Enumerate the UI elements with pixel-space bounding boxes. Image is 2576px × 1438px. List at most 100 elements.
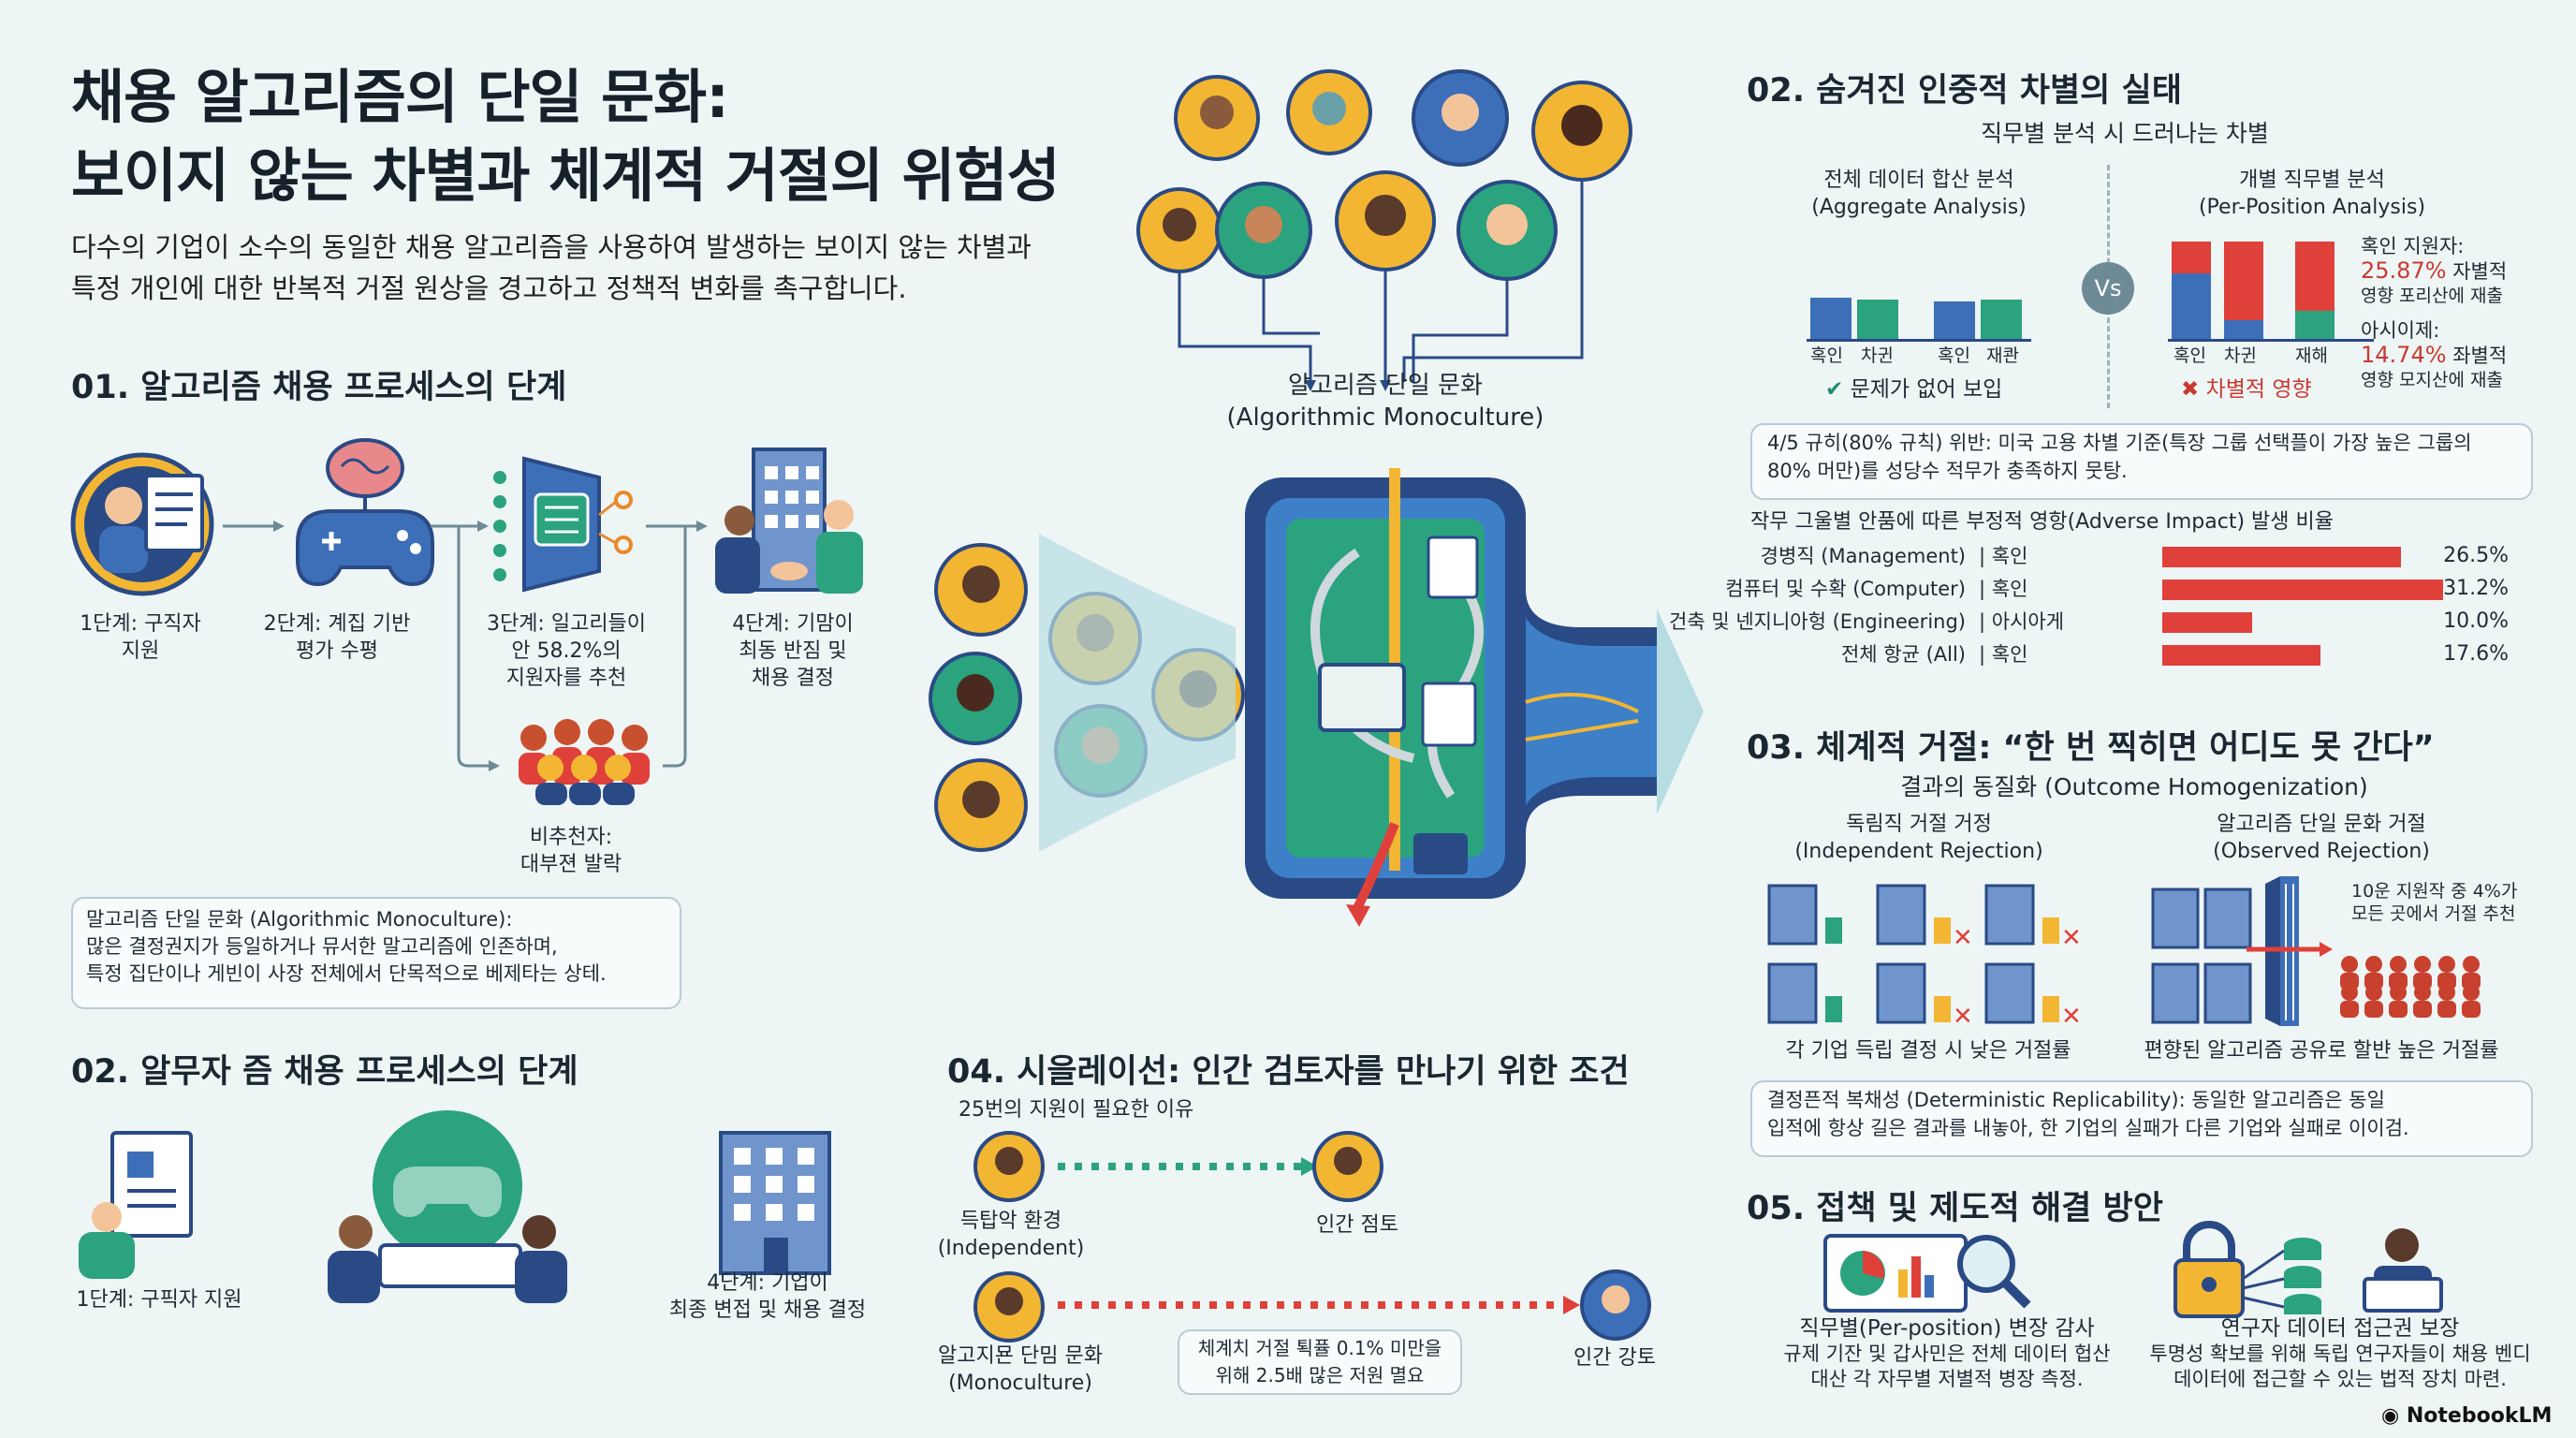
rejection-comparison-diagram: ✕✕✕✕ bbox=[1767, 876, 2481, 1031]
footer-brand: ◉ NotebookLM bbox=[2381, 1404, 2553, 1428]
notebooklm-logo-icon: ◉ bbox=[2381, 1404, 2400, 1428]
building-icon bbox=[1984, 884, 2035, 946]
applicant-bar-icon bbox=[1934, 996, 1951, 1022]
aggregate-ok-status: ✔ 문제가 없어 보입 bbox=[1825, 377, 2003, 402]
building-icon bbox=[1876, 884, 1926, 946]
solutions-icons bbox=[1823, 1221, 2443, 1318]
check-circle-icon: ✔ bbox=[1825, 377, 1844, 402]
person-body-icon bbox=[2437, 1001, 2456, 1018]
section3-heading: 03. 체계적 거절: “한 번 찍히면 어디도 못 간다” bbox=[1747, 729, 2435, 767]
person-head-icon bbox=[2365, 956, 2382, 973]
reviewers-gamepad-icon bbox=[328, 1110, 567, 1303]
person-body-icon bbox=[2389, 1001, 2408, 1018]
applicant-bar-icon bbox=[2042, 996, 2059, 1022]
impact-bar bbox=[2162, 547, 2401, 567]
simulation-diagram bbox=[973, 1131, 1651, 1343]
impact-bar bbox=[2162, 580, 2443, 600]
independent-rejection-label: 독림직 거절 거정(Independent Rejection) bbox=[1794, 813, 2043, 863]
human-step1-caption: 1단계: 구픽자 지원 bbox=[76, 1288, 242, 1312]
deterministic-replicability-note: 결정픈적 복채성 (Deterministic Replicability): … bbox=[1750, 1080, 2533, 1157]
person-body-icon bbox=[2340, 1001, 2359, 1018]
reject-x-icon: ✕ bbox=[2061, 1003, 2082, 1031]
person-head-icon bbox=[2390, 956, 2407, 973]
applicant-faces-top bbox=[1136, 69, 1632, 281]
section2-right-heading: 02. 숨겨진 인중적 차별의 실태 bbox=[1747, 72, 2182, 110]
aggregate-bar-label: 혹인 bbox=[1810, 345, 1843, 366]
monoculture-definition-note: 말고리즘 단일 문화 (Algorithmic Monoculture): 많은… bbox=[71, 897, 681, 1009]
per-position-bar-red bbox=[2224, 242, 2263, 320]
company-handshake-icon bbox=[715, 448, 863, 594]
person-head-icon bbox=[2438, 956, 2455, 973]
person-body-icon bbox=[2413, 1001, 2432, 1018]
title-line-2: 보이지 않는 차별과 체계적 거절의 위험성 bbox=[71, 141, 1061, 210]
impact-category-label: 컴퓨터 및 수확 (Computer) bbox=[1725, 578, 1966, 600]
applicant-bar-icon bbox=[1825, 996, 1842, 1022]
page-title: 채용 알고리즘의 단일 문화: 보이지 않는 차별과 체계적 거절의 위험성 bbox=[71, 58, 1061, 215]
impact-value-label: 10.0% bbox=[2443, 609, 2509, 633]
person-body-icon bbox=[2389, 973, 2408, 990]
human-review-label-2: 인간 강토 bbox=[1573, 1346, 1656, 1370]
audit-chart-magnifier-icon bbox=[1823, 1234, 2031, 1313]
title-line-1: 채용 알고리즘의 단일 문화: bbox=[71, 63, 729, 131]
per-position-bar-label: 재해 bbox=[2295, 345, 2328, 366]
lock-database-icon bbox=[2174, 1221, 2321, 1318]
rejected-crowd-icon bbox=[519, 719, 650, 805]
adverse-impact-chart: 경병직 (Management) 컴퓨터 및 수확 (Computer) 건축 … bbox=[1669, 541, 2509, 672]
x-circle-icon: ✖ bbox=[2181, 377, 2200, 402]
aggregate-bar-label: 차귄 bbox=[1861, 345, 1894, 366]
subtitle-line-1: 다수의 기업이 소수의 동일한 채용 알고리즘을 사용하여 발생하는 보이지 않… bbox=[71, 231, 1032, 263]
per-position-label: 개별 직무별 분석(Per-Position Analysis) bbox=[2198, 169, 2426, 219]
person-head-icon bbox=[2463, 956, 2480, 973]
independent-buildings: ✕✕✕✕ bbox=[1767, 884, 2082, 1031]
person-body-icon bbox=[2364, 1001, 2383, 1018]
document-icon bbox=[1427, 536, 1479, 599]
adverse-impact-title: 작무 그울별 안품에 따른 부정적 영항(Adverse Impact) 발생 … bbox=[1750, 510, 2334, 534]
independent-caption: 각 기업 득립 결정 시 낮은 거절률 bbox=[1785, 1039, 2071, 1063]
section2-right-subheading: 직무별 분석 시 드러나는 차별 bbox=[1981, 120, 2269, 147]
person-head-icon bbox=[2341, 984, 2358, 1001]
section5-heading: 05. 접책 및 제도적 해결 방안 bbox=[1747, 1190, 2163, 1227]
section1-flow-diagram bbox=[70, 438, 863, 805]
nonrecommended-caption: 비추천자:대부젼 발락 bbox=[520, 826, 622, 876]
applicant-paper-icon bbox=[79, 1131, 193, 1279]
impact-group-label: | 혹인 bbox=[1979, 545, 2028, 567]
building-icon bbox=[1876, 962, 1926, 1024]
per-position-bar-red bbox=[2295, 242, 2334, 311]
impact-bar bbox=[2162, 612, 2253, 633]
algorithm-node-icon bbox=[1318, 663, 1406, 732]
impact-group-label: | 혹인 bbox=[1979, 578, 2028, 600]
applicant-bar-icon bbox=[2042, 917, 2059, 944]
aggregate-label: 전체 데이터 합산 분석(Aggregate Analysis) bbox=[1811, 169, 2027, 219]
building-icon bbox=[1984, 962, 2035, 1024]
impact-group-label: | 아시아게 bbox=[1979, 610, 2065, 633]
monoculture-sim-label: 알고지묜 단밈 문화(Monoculture) bbox=[938, 1344, 1103, 1395]
per-position-bar-red bbox=[2172, 242, 2211, 273]
asian-applicant-annotation: 아시이제: 14.74% 좌별적 영향 모지산에 재출 bbox=[2361, 319, 2508, 390]
page-subtitle: 다수의 기업이 소수의 동일한 채용 알고리즘을 사용하여 발생하는 보이지 않… bbox=[71, 227, 1032, 309]
four-fifths-rule-note: 4/5 규히(80% 규칙) 위반: 미국 고용 차별 기준(특장 그룹 선택플… bbox=[1750, 423, 2533, 500]
subtitle-line-2: 특정 개인에 대한 반복적 거절 원상을 경고하고 정책적 변화를 촉구합니다. bbox=[71, 272, 907, 304]
person-body-icon bbox=[2437, 973, 2456, 990]
aggregate-bar-label: 혹인 bbox=[1938, 345, 1970, 366]
monoculture-center-diagram bbox=[929, 69, 1704, 927]
per-position-bar-chart bbox=[2168, 236, 2374, 342]
person-body-icon bbox=[2413, 973, 2432, 990]
aggregate-bar-label: 재콴 bbox=[1986, 345, 2019, 366]
applicant-bar-icon bbox=[1934, 917, 1951, 944]
impact-category-label: 건축 및 넨지니아헝 (Engineering) bbox=[1669, 610, 1966, 633]
section4-heading: 04. 시을레이선: 인간 검토자를 만나기 위한 조건 bbox=[947, 1053, 1630, 1091]
person-body-icon bbox=[2462, 973, 2481, 990]
brain-gamepad-icon bbox=[296, 438, 434, 587]
independent-label: 득탑악 환경(Independent) bbox=[937, 1210, 1085, 1260]
person-head-icon bbox=[2414, 956, 2431, 973]
section2-left-heading: 02. 알무자 즘 채용 프로세스의 단계 bbox=[71, 1053, 578, 1091]
section4-subheading: 25번의 지원이 필요한 이유 bbox=[959, 1098, 1194, 1122]
per-position-bar-label: 차귄 bbox=[2224, 345, 2257, 366]
